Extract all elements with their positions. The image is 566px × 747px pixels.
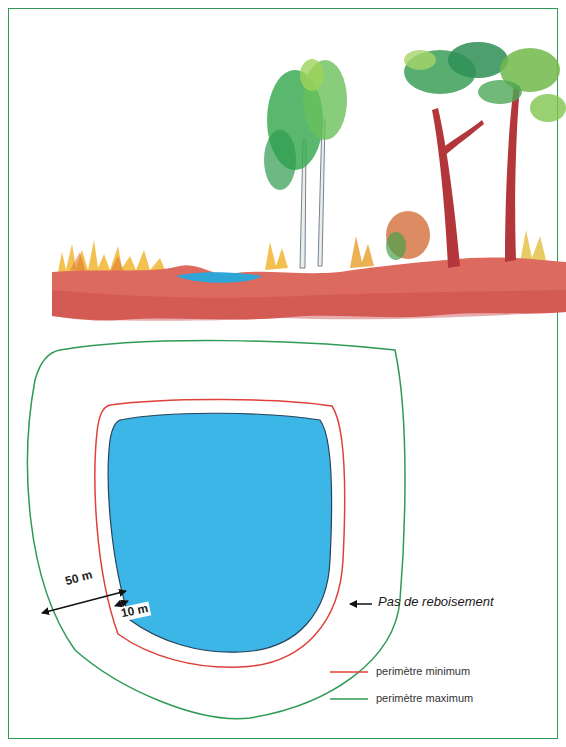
pond bbox=[108, 413, 331, 652]
note-arrow bbox=[350, 603, 372, 605]
minimum-perimeter bbox=[95, 399, 345, 667]
landscape-illustration bbox=[52, 42, 566, 321]
legend-text: perimètre maximum bbox=[376, 692, 473, 705]
dimension-arrow bbox=[42, 591, 126, 613]
frame bbox=[9, 9, 558, 739]
legend-line-sample bbox=[330, 671, 368, 673]
dimension-label: 50 m bbox=[62, 568, 96, 589]
legend-line-sample bbox=[330, 698, 368, 700]
note-label: Pas de reboisement bbox=[378, 595, 494, 610]
maximum-perimeter bbox=[28, 341, 405, 719]
legend-text: perimètre minimum bbox=[376, 665, 470, 678]
